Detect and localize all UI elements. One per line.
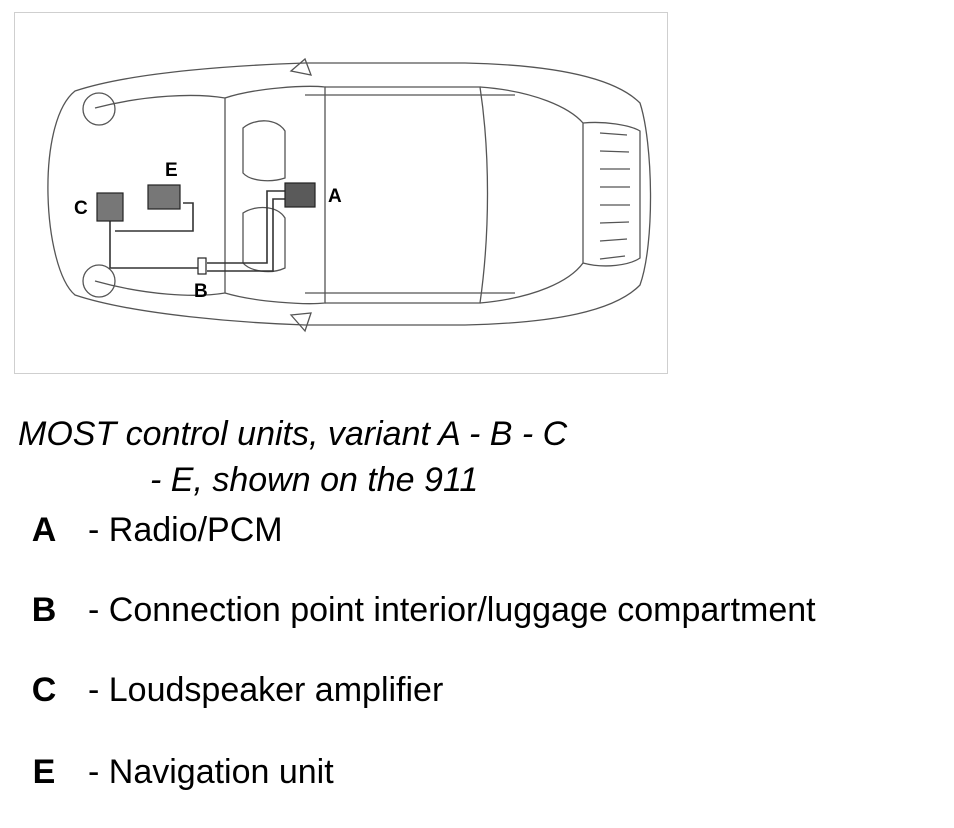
legend-key: E (32, 753, 56, 791)
legend-description: - Connection point interior/luggage comp… (88, 591, 816, 629)
figure-caption-line-1: MOST control units, variant A - B - C (18, 415, 568, 453)
wire-c-to-b (109, 218, 200, 269)
module-e-navigation (147, 184, 181, 210)
car-rear-window (479, 86, 584, 304)
module-a-radio-pcm (284, 182, 316, 208)
module-b-connection-point (197, 257, 207, 275)
wire-b-to-a-2 (207, 198, 287, 272)
headlight-left (82, 92, 116, 126)
car-top-view-diagram: A B C E (47, 57, 652, 333)
legend-key: A (31, 511, 57, 549)
interior-seat-right (242, 206, 286, 273)
legend-description: - Loudspeaker amplifier (88, 671, 444, 709)
module-c-amplifier (96, 192, 124, 222)
car-body-outline (47, 62, 652, 326)
legend-key: C (31, 671, 57, 709)
legend-key: B (31, 591, 57, 629)
most-wiring (109, 190, 287, 272)
mirror-top (289, 57, 313, 76)
interior-seat-left (242, 120, 286, 182)
legend-row-c: C - Loudspeaker amplifier (0, 668, 954, 712)
legend-row-a: A - Radio/PCM (0, 508, 954, 552)
car-outline (47, 57, 652, 333)
wire-e-to-b (115, 202, 194, 232)
car-diagram-frame: A B C E (14, 12, 668, 374)
callout-a: A (328, 186, 342, 207)
legend-row-e: E - Navigation unit (0, 750, 954, 794)
headlight-right (82, 264, 116, 298)
engine-vents (599, 132, 630, 260)
callout-b: B (194, 281, 208, 302)
car-windshield (224, 85, 326, 305)
callout-e: E (165, 160, 178, 181)
figure-caption-line-2: - E, shown on the 911 (150, 461, 479, 499)
legend-row-b: B - Connection point interior/luggage co… (0, 588, 954, 632)
car-roof (325, 86, 489, 304)
mirror-bottom (289, 312, 312, 333)
legend-description: - Radio/PCM (88, 511, 283, 549)
callout-c: C (74, 198, 88, 219)
wire-b-to-a (207, 190, 287, 264)
car-hood-line (94, 94, 226, 296)
legend-description: - Navigation unit (88, 753, 334, 791)
engine-cover (582, 121, 641, 267)
